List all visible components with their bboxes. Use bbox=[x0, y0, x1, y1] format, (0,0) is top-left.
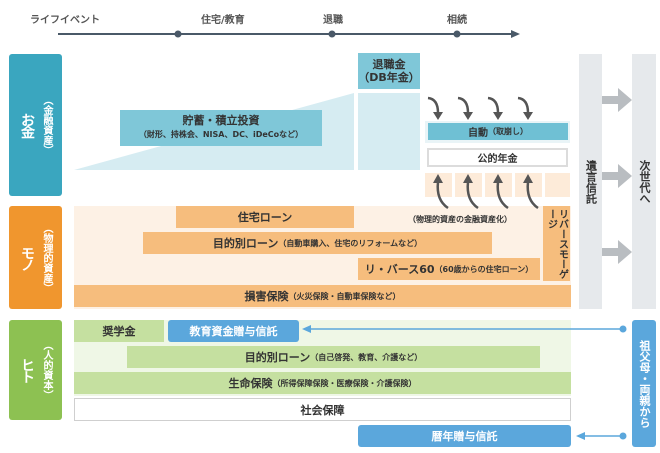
left-arrow-icon bbox=[302, 325, 311, 333]
rebirth60-sub: （60歳からの住宅ローン） bbox=[434, 264, 534, 274]
education-trust-label: 教育資金贈与信託 bbox=[189, 325, 278, 338]
liquidation-arrows bbox=[433, 174, 539, 210]
curved-arrow-icon bbox=[436, 181, 449, 210]
scholarship-label: 奨学金 bbox=[102, 325, 136, 338]
curved-arrow-icon bbox=[457, 96, 470, 114]
people-purpose-loan-sub: （自己啓発、教育、介護など） bbox=[310, 352, 423, 362]
category-things-sub: （物理的資産） bbox=[41, 222, 52, 293]
right-arrow-icon bbox=[602, 164, 632, 188]
people-purpose-loan-main: 目的別ローン bbox=[244, 351, 311, 364]
withdrawal-arrows bbox=[427, 96, 533, 120]
curved-arrow-icon bbox=[496, 181, 509, 210]
timeline-dot bbox=[328, 30, 336, 38]
social-security-label: 社会保障 bbox=[300, 403, 345, 417]
housing-loan-label: 住宅ローン bbox=[237, 211, 293, 224]
public-pension-label: 公的年金 bbox=[477, 154, 518, 165]
things-purpose-loan-main: 目的別ローン bbox=[212, 237, 279, 250]
curved-arrow-icon bbox=[427, 96, 440, 114]
retirement-allowance-title: 退職金 bbox=[372, 58, 406, 71]
curved-arrow-icon bbox=[466, 181, 479, 210]
transfer-arrows bbox=[602, 88, 632, 264]
category-money-sub: （金融資産） bbox=[41, 95, 52, 155]
curved-arrow-icon bbox=[526, 181, 539, 210]
curved-arrow-icon bbox=[487, 96, 500, 114]
will-trust-column: 遺言信託 bbox=[579, 54, 602, 309]
timeline-axis bbox=[58, 30, 520, 38]
auto-withdrawal-bar: 自動 （取崩し） bbox=[428, 123, 568, 140]
property-insurance-bar: 損害保険 （火災保険・自動車保険など） bbox=[74, 285, 571, 307]
category-things: モノ （物理的資産） bbox=[9, 206, 62, 309]
right-arrow-icon bbox=[602, 240, 632, 264]
rebirth60-main: リ・バース60 bbox=[364, 263, 435, 276]
social-security-bar: 社会保障 bbox=[74, 398, 571, 421]
property-insurance-main: 損害保険 bbox=[244, 290, 289, 303]
reverse-mortgage-bar: リバースモーゲージ bbox=[543, 206, 570, 281]
timeline-dot bbox=[174, 30, 182, 38]
right-arrow-icon bbox=[602, 88, 632, 112]
things-purpose-loan-bar: 目的別ローン （自動車購入、住宅のリフォームなど） bbox=[143, 232, 492, 254]
next-generation-column: 次世代へ bbox=[632, 54, 656, 309]
category-people-main: ヒト bbox=[19, 358, 35, 382]
left-arrow-icon bbox=[576, 432, 585, 440]
public-pension-bar: 公的年金 bbox=[427, 148, 568, 167]
timeline-dot bbox=[453, 30, 461, 38]
category-things-main: モノ bbox=[19, 245, 35, 270]
annual-gift-trust-label: 暦年贈与信託 bbox=[431, 430, 498, 443]
property-insurance-sub: （火災保険・自動車保険など） bbox=[288, 291, 401, 301]
retirement-allowance-box: 退職金 （DB年金） bbox=[358, 53, 420, 89]
timeline-event-housing-education: 住宅/教育 bbox=[201, 15, 245, 26]
timeline-arrow-icon bbox=[511, 30, 520, 38]
category-money-main: お金 bbox=[19, 113, 35, 137]
savings-investment-sub: （財形、持株会、NISA、DC、iDeCoなど） bbox=[138, 130, 304, 139]
grandparents-column: 祖父母・両親から bbox=[632, 320, 656, 447]
timeline-event-retirement: 退職 bbox=[323, 15, 343, 26]
timeline-label: ライフイベント bbox=[30, 15, 100, 26]
housing-loan-bar: 住宅ローン bbox=[176, 206, 354, 228]
grandparents-label: 祖父母・両親から bbox=[638, 339, 651, 428]
auto-withdrawal-sub: （取崩し） bbox=[488, 127, 528, 136]
scholarship-bar: 奨学金 bbox=[74, 320, 164, 342]
things-purpose-loan-sub: （自動車購入、住宅のリフォームなど） bbox=[278, 238, 423, 248]
liquidation-note: （物理的資産の金融資産化） bbox=[408, 215, 512, 224]
category-people: ヒト （人的資本） bbox=[9, 320, 62, 420]
savings-investment-box: 貯蓄・積立投資 （財形、持株会、NISA、DC、iDeCoなど） bbox=[120, 110, 322, 146]
retirement-column bbox=[358, 93, 420, 170]
life-insurance-sub: （所得保障保険・医療保険・介護保険） bbox=[272, 378, 417, 388]
reverse-mortgage-label: リバースモーゲージ bbox=[545, 208, 568, 279]
rebirth60-bar: リ・バース60 （60歳からの住宅ローン） bbox=[358, 258, 540, 280]
category-money: お金 （金融資産） bbox=[9, 54, 62, 196]
life-insurance-bar: 生命保険 （所得保障保険・医療保険・介護保険） bbox=[74, 372, 571, 394]
savings-investment-title: 貯蓄・積立投資 bbox=[182, 114, 260, 127]
retirement-allowance-sub: （DB年金） bbox=[358, 71, 420, 84]
life-insurance-main: 生命保険 bbox=[228, 377, 273, 390]
will-trust-label: 遺言信託 bbox=[584, 159, 598, 204]
people-purpose-loan-bar: 目的別ローン （自己啓発、教育、介護など） bbox=[127, 346, 540, 368]
auto-withdrawal-main: 自動 bbox=[468, 128, 488, 139]
timeline-event-inheritance: 相続 bbox=[447, 15, 467, 26]
education-trust-button[interactable]: 教育資金贈与信託 bbox=[168, 320, 299, 342]
next-generation-label: 次世代へ bbox=[638, 159, 651, 204]
annual-gift-trust-button[interactable]: 暦年贈与信託 bbox=[358, 425, 571, 447]
category-people-sub: （人的資本） bbox=[41, 340, 52, 400]
curved-arrow-icon bbox=[517, 96, 530, 114]
